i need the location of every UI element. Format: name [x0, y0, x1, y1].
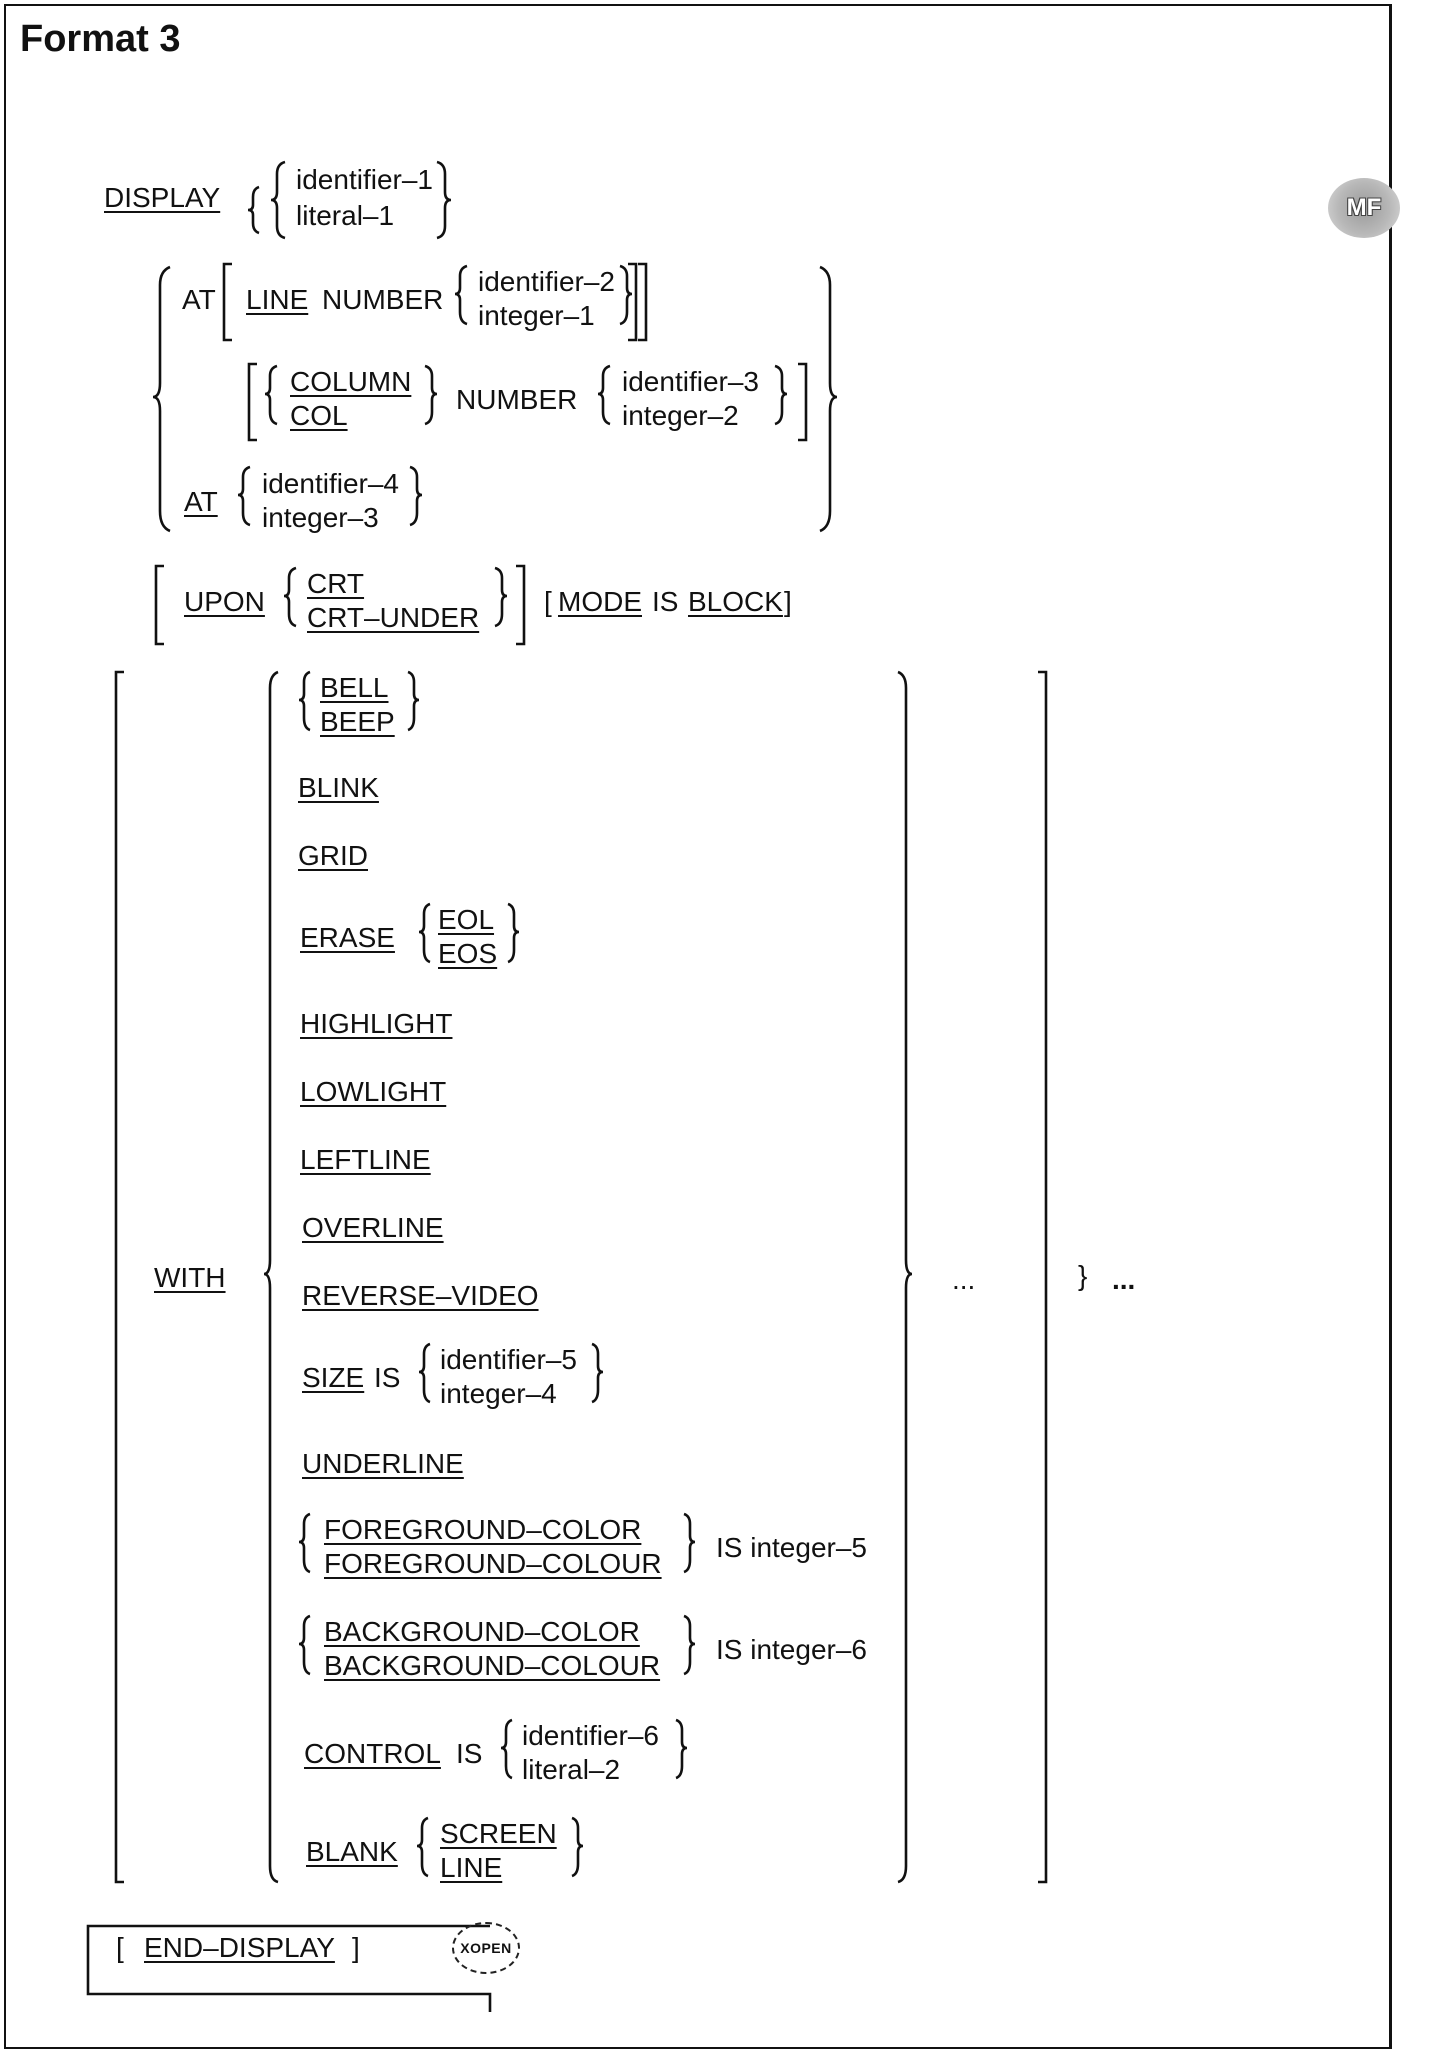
mf-badge: MF: [1328, 178, 1400, 238]
grid-option: GRID: [298, 840, 368, 871]
crt-under-option: CRT–UNDER: [307, 602, 480, 633]
mode-bracket-open: [: [544, 586, 552, 617]
integer-2: integer–2: [622, 400, 739, 431]
identifier-3: identifier–3: [622, 366, 759, 397]
integer-1: integer–1: [478, 300, 595, 331]
bell-option: BELL: [320, 672, 389, 703]
ellipsis-outer: ...: [1112, 1264, 1136, 1295]
line-keyword: LINE: [246, 284, 309, 315]
screen-option: SCREEN: [440, 1818, 557, 1849]
brace-close-small: }: [1078, 1260, 1088, 1291]
with-keyword: WITH: [154, 1262, 226, 1293]
size-is-keyword: IS: [374, 1362, 401, 1393]
line-option: LINE: [440, 1852, 503, 1883]
blank-option: BLANK: [306, 1836, 398, 1867]
underline-option: UNDERLINE: [302, 1448, 464, 1479]
column-keyword: COLUMN: [290, 366, 412, 397]
eol-option: EOL: [438, 904, 495, 935]
is-integer-6: IS integer–6: [716, 1634, 867, 1665]
control-is-keyword: IS: [456, 1738, 483, 1769]
format-frame: [4, 4, 1392, 2049]
highlight-option: HIGHLIGHT: [300, 1008, 453, 1039]
mode-keyword: MODE: [558, 586, 642, 617]
identifier-5: identifier–5: [440, 1344, 577, 1375]
identifier-1: identifier–1: [296, 164, 433, 195]
xopen-badge: XOPEN: [452, 1922, 520, 1974]
leftline-option: LEFTLINE: [300, 1144, 431, 1175]
blink-option: BLINK: [298, 772, 379, 803]
control-option: CONTROL: [304, 1738, 441, 1769]
erase-option: ERASE: [300, 922, 395, 953]
mf-badge-label: MF: [1346, 194, 1382, 221]
block-keyword: BLOCK: [688, 586, 783, 617]
mode-is-keyword: IS: [652, 586, 679, 617]
integer-4: integer–4: [440, 1378, 557, 1409]
identifier-4: identifier–4: [262, 468, 399, 499]
at-keyword-1: AT: [182, 284, 216, 315]
beep-option: BEEP: [320, 706, 395, 737]
upon-keyword: UPON: [184, 586, 265, 617]
end-bracket-open: [: [116, 1932, 124, 1963]
identifier-2: identifier–2: [478, 266, 615, 297]
xopen-badge-label: XOPEN: [460, 1940, 512, 1956]
number-keyword-2: NUMBER: [456, 384, 578, 415]
is-integer-5: IS integer–5: [716, 1532, 867, 1563]
format-title: Format 3: [20, 18, 181, 60]
foreground-color-option: FOREGROUND–COLOR: [324, 1514, 642, 1545]
at-keyword-2: AT: [184, 486, 218, 517]
background-colour-option: BACKGROUND–COLOUR: [324, 1650, 661, 1681]
lowlight-option: LOWLIGHT: [300, 1076, 447, 1107]
foreground-colour-option: FOREGROUND–COLOUR: [324, 1548, 662, 1579]
size-option: SIZE: [302, 1362, 365, 1393]
number-keyword-1: NUMBER: [322, 284, 444, 315]
literal-1: literal–1: [296, 200, 395, 231]
literal-2: literal–2: [522, 1754, 621, 1785]
background-color-option: BACKGROUND–COLOR: [324, 1616, 640, 1647]
end-bracket-close: ]: [352, 1932, 360, 1963]
overline-option: OVERLINE: [302, 1212, 444, 1243]
reverse-video-option: REVERSE–VIDEO: [302, 1280, 539, 1311]
ellipsis-inner: ...: [952, 1264, 976, 1295]
identifier-6: identifier–6: [522, 1720, 659, 1751]
eos-option: EOS: [438, 938, 498, 969]
crt-option: CRT: [307, 568, 365, 599]
col-keyword: COL: [290, 400, 348, 431]
display-keyword: DISPLAY: [104, 182, 221, 213]
mode-bracket-close: ]: [784, 586, 792, 617]
integer-3: integer–3: [262, 502, 379, 533]
end-display-keyword: END–DISPLAY: [144, 1932, 335, 1963]
